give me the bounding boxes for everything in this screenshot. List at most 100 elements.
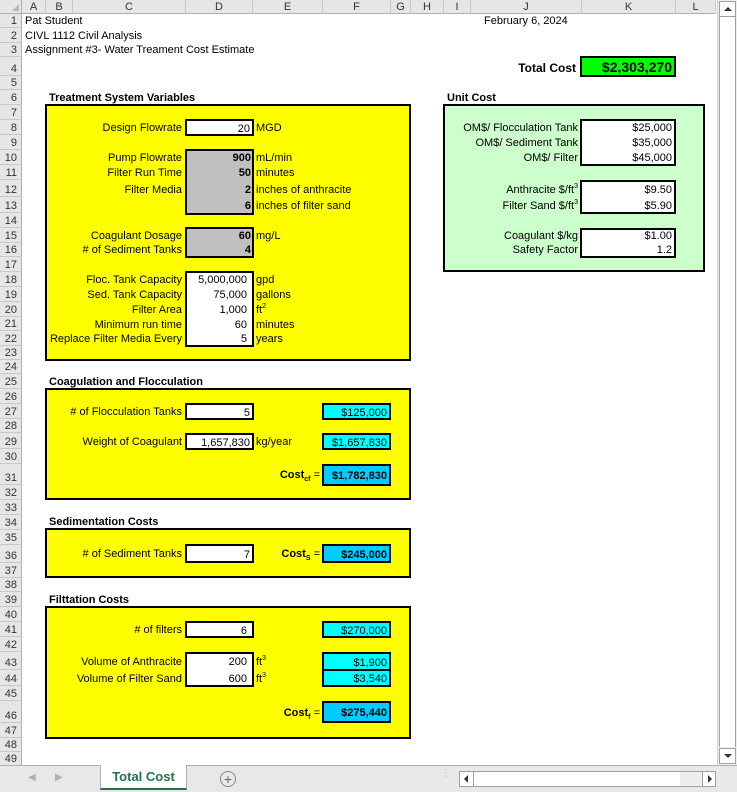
filter-run-time-value[interactable]: 50	[238, 167, 251, 179]
row-header-47[interactable]: 47	[0, 723, 22, 738]
sand-volume-value[interactable]: 600	[228, 673, 247, 685]
filter-media-anthracite-value[interactable]: 2	[244, 184, 251, 196]
row-header-18[interactable]: 18	[0, 272, 22, 287]
column-header-D[interactable]: D	[186, 0, 253, 14]
column-header-A[interactable]: A	[22, 0, 46, 14]
row-header-24[interactable]: 24	[0, 360, 22, 374]
total-cost-cell[interactable]: $2,303,270	[580, 56, 676, 77]
prev-sheet-icon[interactable]: ◀	[28, 772, 36, 783]
row-header-15[interactable]: 15	[0, 228, 22, 243]
scroll-up-button[interactable]	[719, 1, 736, 17]
row-header-49[interactable]: 49	[0, 752, 22, 766]
sed-capacity-value[interactable]: 75,000	[213, 289, 247, 301]
row-header-33[interactable]: 33	[0, 500, 22, 515]
design-flowrate-input[interactable]: 20	[185, 119, 254, 136]
row-header-28[interactable]: 28	[0, 419, 22, 433]
coag-weight-cost-cell[interactable]: $1,657,830	[322, 433, 391, 450]
filters-input[interactable]: 6	[185, 621, 254, 638]
next-sheet-icon[interactable]: ▶	[55, 772, 63, 783]
row-header-4[interactable]: 4	[0, 57, 22, 76]
unit-cost-value[interactable]: $35,000	[632, 137, 672, 149]
column-header-G[interactable]: G	[391, 0, 411, 14]
column-header-J[interactable]: J	[471, 0, 582, 14]
row-header-30[interactable]: 30	[0, 449, 22, 464]
hscroll-track[interactable]	[680, 772, 702, 786]
row-header-36[interactable]: 36	[0, 545, 22, 563]
sheet-tab-total-cost[interactable]: Total Cost	[100, 765, 187, 790]
row-header-10[interactable]: 10	[0, 150, 22, 165]
unit-cost-value[interactable]: $25,000	[632, 122, 672, 134]
row-header-45[interactable]: 45	[0, 686, 22, 701]
column-header-L[interactable]: L	[676, 0, 716, 14]
scroll-down-button[interactable]	[719, 748, 736, 764]
coag-total-cell[interactable]: $1,782,830	[322, 464, 391, 486]
sed-tanks-input[interactable]: 7	[185, 544, 254, 563]
row-header-37[interactable]: 37	[0, 563, 22, 578]
row-header-43[interactable]: 43	[0, 652, 22, 670]
column-header-K[interactable]: K	[582, 0, 676, 14]
row-header-20[interactable]: 20	[0, 302, 22, 317]
vertical-scrollbar[interactable]	[717, 0, 737, 766]
scroll-thumb[interactable]	[719, 17, 736, 747]
row-header-9[interactable]: 9	[0, 135, 22, 150]
column-header-E[interactable]: E	[253, 0, 323, 14]
row-header-13[interactable]: 13	[0, 197, 22, 213]
row-header-1[interactable]: 1	[0, 14, 22, 28]
unit-cost-value[interactable]: $9.50	[644, 184, 672, 196]
sediment-tanks-value[interactable]: 4	[244, 244, 251, 256]
replace-media-value[interactable]: 5	[240, 333, 247, 345]
min-run-time-value[interactable]: 60	[234, 319, 247, 331]
row-header-27[interactable]: 27	[0, 404, 22, 419]
row-header-7[interactable]: 7	[0, 105, 22, 120]
row-header-29[interactable]: 29	[0, 433, 22, 449]
splitter-handle-icon[interactable]: ⋮	[441, 768, 451, 779]
row-header-38[interactable]: 38	[0, 578, 22, 592]
row-header-12[interactable]: 12	[0, 180, 22, 197]
unit-cost-value[interactable]: $1.00	[644, 230, 672, 242]
unit-cost-value[interactable]: $5.90	[644, 200, 672, 212]
filter-area-value[interactable]: 1,000	[219, 304, 247, 316]
column-header-I[interactable]: I	[444, 0, 471, 14]
scroll-right-button[interactable]	[702, 772, 716, 786]
horizontal-scrollbar[interactable]	[459, 771, 716, 787]
row-header-34[interactable]: 34	[0, 515, 22, 530]
row-header-39[interactable]: 39	[0, 592, 22, 607]
sand-cost-cell[interactable]: $3,540	[322, 669, 391, 687]
row-header-23[interactable]: 23	[0, 346, 22, 360]
row-header-31[interactable]: 31	[0, 464, 22, 485]
column-header-C[interactable]: C	[73, 0, 186, 14]
floc-tanks-cost-cell[interactable]: $125,000	[322, 403, 391, 420]
row-header-11[interactable]: 11	[0, 165, 22, 180]
row-header-16[interactable]: 16	[0, 243, 22, 257]
column-header-F[interactable]: F	[323, 0, 391, 14]
row-header-35[interactable]: 35	[0, 530, 22, 545]
row-header-21[interactable]: 21	[0, 317, 22, 331]
row-header-25[interactable]: 25	[0, 374, 22, 389]
row-header-14[interactable]: 14	[0, 213, 22, 228]
floc-tanks-input[interactable]: 5	[185, 403, 254, 420]
row-header-46[interactable]: 46	[0, 701, 22, 723]
scroll-left-button[interactable]	[460, 772, 474, 786]
row-header-22[interactable]: 22	[0, 331, 22, 346]
row-header-19[interactable]: 19	[0, 287, 22, 302]
floc-capacity-value[interactable]: 5,000,000	[198, 274, 247, 286]
row-header-42[interactable]: 42	[0, 637, 22, 652]
row-header-3[interactable]: 3	[0, 43, 22, 57]
filter-media-sand-value[interactable]: 6	[244, 200, 251, 212]
sed-total-cell[interactable]: $245,000	[322, 544, 391, 563]
row-header-8[interactable]: 8	[0, 120, 22, 135]
anthracite-volume-value[interactable]: 200	[228, 656, 247, 668]
row-header-26[interactable]: 26	[0, 389, 22, 404]
column-header-B[interactable]: B	[46, 0, 73, 14]
row-header-32[interactable]: 32	[0, 485, 22, 500]
row-header-2[interactable]: 2	[0, 28, 22, 43]
filters-cost-cell[interactable]: $270,000	[322, 621, 391, 638]
add-sheet-button[interactable]: +	[220, 771, 236, 787]
coag-weight-input[interactable]: 1,657,830	[185, 433, 254, 450]
row-header-48[interactable]: 48	[0, 738, 22, 752]
row-header-17[interactable]: 17	[0, 257, 22, 272]
select-all-corner[interactable]	[0, 0, 22, 14]
column-header-H[interactable]: H	[411, 0, 444, 14]
row-header-44[interactable]: 44	[0, 670, 22, 686]
pump-flowrate-value[interactable]: 900	[232, 152, 251, 164]
